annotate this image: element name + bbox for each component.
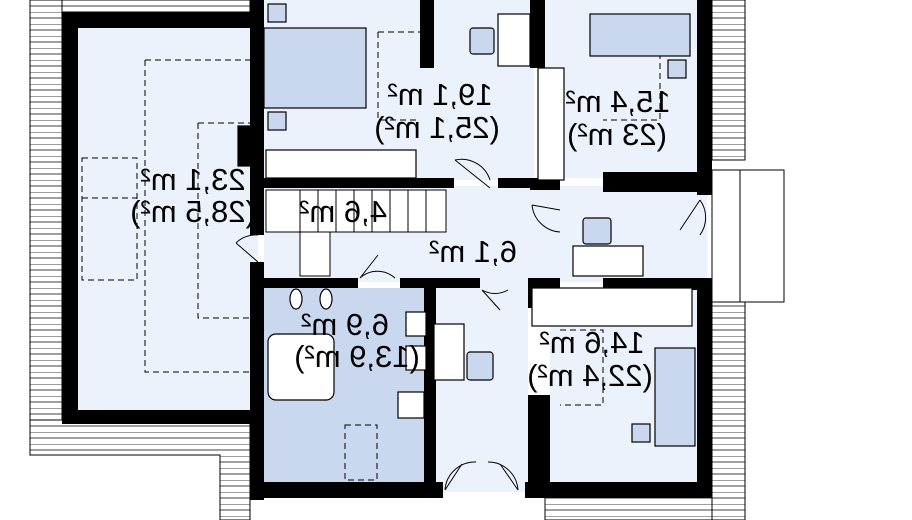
wall-corridor-right — [528, 395, 550, 495]
area-labels: 23,1 m² (28,5 m²) 19,1 m² (25,1 m²) 15,4… — [130, 77, 670, 393]
roof-right-eave — [711, 0, 746, 161]
wall-corridor-right-upper — [528, 278, 534, 308]
toilet-box — [397, 391, 425, 419]
wall-left-inner — [250, 0, 264, 235]
roof-right-lower-eave — [711, 299, 746, 520]
wardrobe-bottom — [531, 287, 693, 327]
label-hall-area: 6,1 m² — [429, 234, 517, 269]
bed-top-center — [263, 27, 367, 109]
label-large-left-area: 23,1 m² — [140, 162, 245, 197]
label-bottom-right-area: 14,6 m² — [539, 325, 644, 360]
wall-top-right-divider — [530, 0, 545, 68]
roof-top-eave — [61, 0, 251, 13]
desk-corridor — [433, 323, 465, 381]
stairs — [265, 189, 447, 277]
roof-left-eave — [29, 0, 63, 456]
label-bottom-right-gross: (22,4 m²) — [527, 358, 653, 393]
sink-2 — [405, 345, 427, 371]
furniture — [237, 3, 696, 447]
bed-bottom-right — [654, 347, 696, 447]
balcony — [711, 169, 785, 303]
bathtub — [267, 333, 335, 401]
toilet-1 — [289, 288, 303, 310]
bed-top-right — [589, 13, 691, 57]
toilet-2 — [319, 288, 333, 310]
wall-bottom-outer — [250, 482, 443, 498]
chair-1 — [469, 27, 495, 55]
label-top-right-gross: (23 m²) — [567, 117, 667, 152]
roof-bottom-left-eave — [29, 419, 251, 520]
wardrobe-side — [537, 67, 565, 181]
door-swings — [235, 158, 707, 491]
desk-right — [572, 245, 644, 277]
nightstand-3 — [667, 59, 687, 79]
nightstand-1 — [267, 3, 287, 23]
walls — [62, 0, 712, 500]
wardrobe-top — [265, 149, 417, 179]
label-top-center-gross: (25,1 m²) — [374, 110, 500, 145]
wall-bottom-right-top — [603, 278, 697, 290]
floor-large-left — [78, 28, 258, 410]
wall-left-inner-lower — [250, 262, 264, 500]
floor-corridor — [430, 282, 528, 492]
label-large-left-gross: (28,5 m²) — [130, 194, 256, 229]
wall-bottom-left — [62, 410, 258, 424]
label-bath-gross: (13,9 m²) — [294, 339, 420, 374]
wall-mid-horizontal-2 — [498, 178, 530, 188]
wall-right-room-bottom — [603, 172, 697, 192]
wall-bath-top-2 — [400, 278, 480, 288]
wall-top-right-divider-lower — [530, 178, 560, 190]
wall-top-left — [62, 12, 264, 28]
nightstand-4 — [631, 423, 651, 443]
wall-mid-horizontal — [264, 178, 454, 188]
wall-right-outer-lower — [697, 278, 712, 498]
label-stair-area: 4,6 m² — [299, 194, 387, 229]
wall-top-center-divider — [420, 0, 434, 68]
roof-bottom-right-eave — [544, 494, 713, 520]
chair-2 — [582, 217, 612, 245]
chair-3 — [466, 351, 494, 381]
label-top-right-area: 15,4 m² — [565, 84, 670, 119]
label-top-center-area: 19,1 m² — [387, 77, 492, 112]
wall-bottom-right-top-2 — [530, 278, 560, 290]
desk-top — [497, 13, 531, 67]
sink-1 — [405, 311, 427, 337]
wall-bottom-right-outer — [525, 482, 712, 498]
wall-left-outer — [62, 12, 78, 424]
wall-bath-right — [424, 288, 436, 498]
ceiling-dashes — [81, 19, 661, 481]
stove — [237, 125, 257, 167]
wall-bath-top — [264, 278, 358, 288]
nightstand-2 — [267, 111, 287, 131]
label-bath-area: 6,9 m² — [301, 307, 389, 342]
wall-right-outer — [697, 0, 712, 195]
